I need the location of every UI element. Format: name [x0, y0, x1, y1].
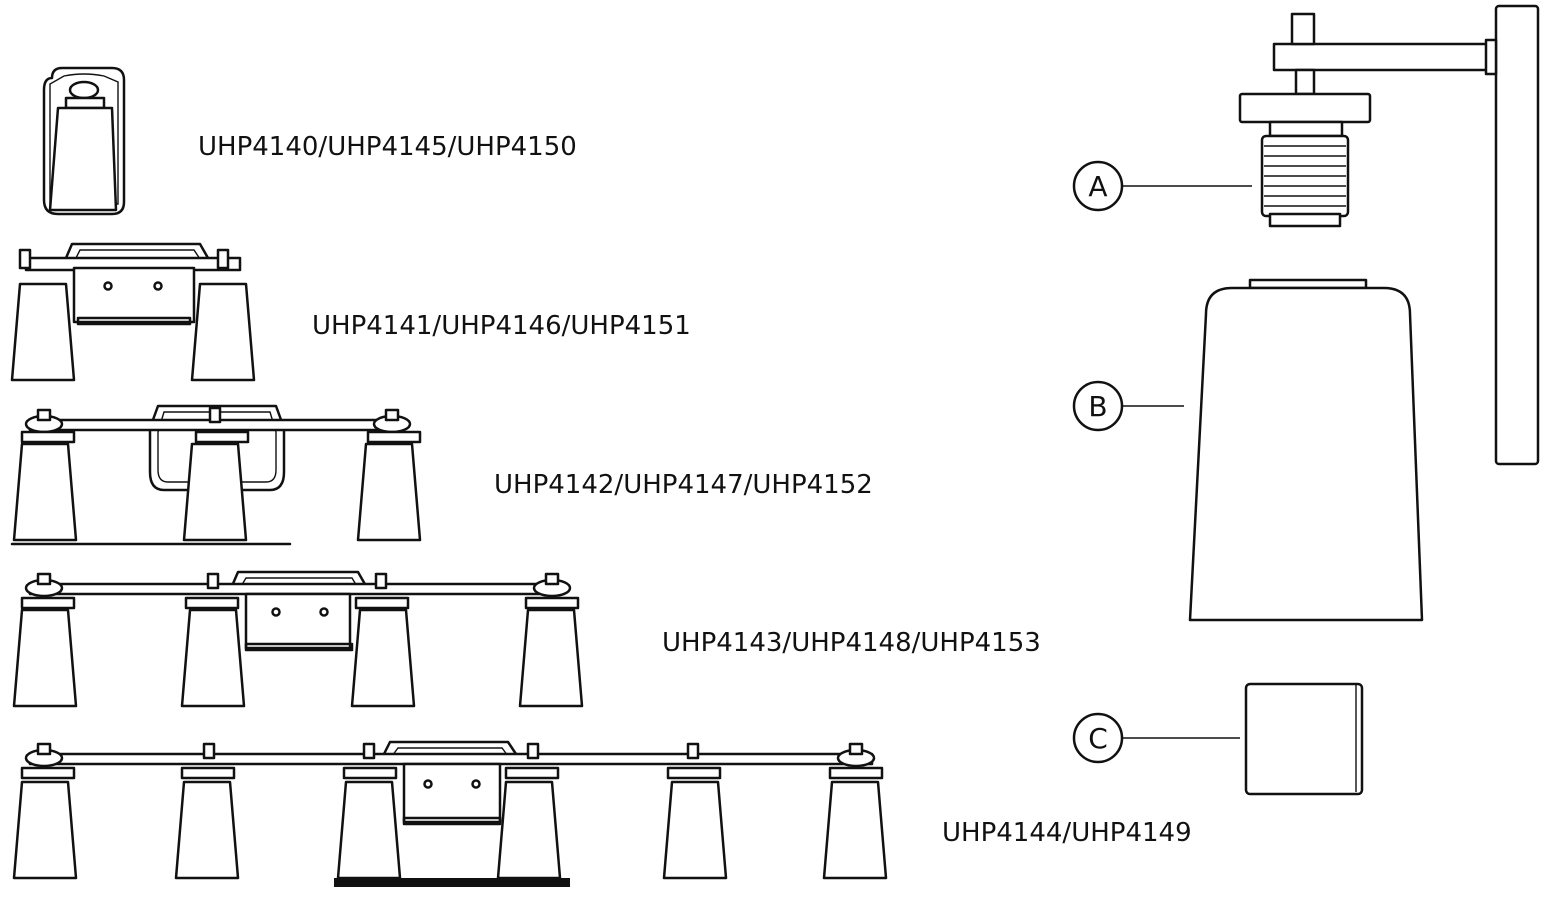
callout-a-letter: A	[1088, 170, 1107, 203]
callout-c-letter: C	[1088, 722, 1108, 755]
model-label-5: UHP4144/UHP4149	[942, 818, 1192, 848]
socket-assembly	[1260, 120, 1350, 228]
model-label-3: UHP4142/UHP4147/UHP4152	[494, 470, 873, 500]
callout-b-letter: B	[1088, 390, 1107, 423]
callout-a: A	[1072, 160, 1252, 212]
callout-c: C	[1072, 712, 1240, 764]
small-box	[1244, 682, 1364, 796]
fixture-four-light	[12, 570, 584, 708]
fixture-three-light	[10, 404, 422, 546]
callout-b: B	[1072, 380, 1184, 432]
model-label-2: UHP4141/UHP4146/UHP4151	[312, 311, 691, 341]
fixture-two-light	[10, 242, 256, 382]
fixture-single-sconce	[42, 66, 126, 216]
model-label-4: UHP4143/UHP4148/UHP4153	[662, 628, 1041, 658]
glass-shade	[1188, 278, 1424, 622]
fixture-six-light	[12, 740, 888, 887]
model-label-1: UHP4140/UHP4145/UHP4150	[198, 132, 577, 162]
exploded-part-view	[1188, 4, 1540, 796]
